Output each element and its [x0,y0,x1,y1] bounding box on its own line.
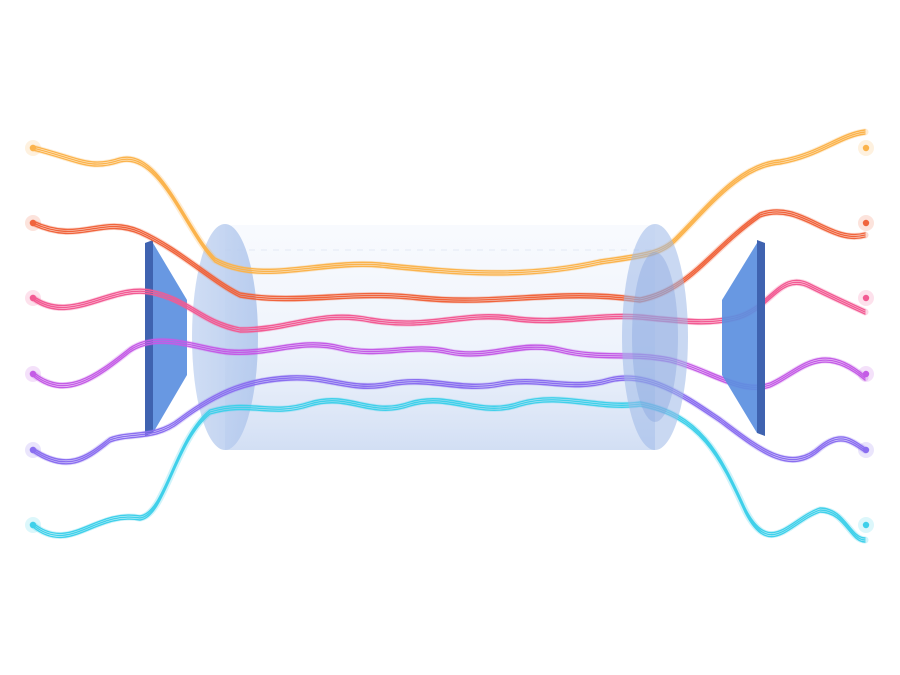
strand-1 [29,128,869,277]
right-panel-face [722,243,757,433]
endpoint-dot-left-6 [29,521,37,529]
endpoint-dot-right-2 [862,219,870,227]
cylinder-body [225,225,655,450]
strand-5 [29,374,869,466]
cylinder-right-cap-inner [632,252,678,422]
strand-fiber [32,397,866,539]
endpoint-dot-left-3 [29,294,37,302]
strand-group [29,128,869,544]
strand-fiber [32,377,866,463]
endpoint-dot-left-1 [29,144,37,152]
endpoint-dot-left-5 [29,446,37,454]
endpoint-dot-right-3 [862,294,870,302]
strand-fiber [32,401,866,543]
cylinder [192,224,655,450]
strand-fiber [32,129,866,272]
strand-fiber [32,133,866,276]
strand-6 [29,396,869,544]
right-panel-edge [757,240,765,436]
strand-fiber [32,209,866,299]
strand-fiber [32,279,866,329]
right-panel [722,240,765,436]
strand-fiber [32,399,866,541]
strand-fiber [32,281,866,331]
strand-fiber [32,375,866,461]
endpoint-dot-right-6 [862,521,870,529]
strand-2 [29,208,869,304]
cylinder-right-cap [622,224,688,450]
endpoint-dot-right-4 [862,370,870,378]
strand-fiber [32,213,866,303]
strand-fiber [32,211,866,301]
endpoint-dot-right-1 [862,144,870,152]
left-panel-edge [145,240,153,436]
endpoint-dot-left-2 [29,219,37,227]
strand-fiber [32,379,866,465]
endpoint-dot-left-4 [29,370,37,378]
left-panel-face [153,243,187,433]
endpoint-dot-right-5 [862,446,870,454]
strand-fiber [32,283,866,333]
cylinder-left-cap [192,224,258,450]
strand-3 [29,278,869,334]
endpoint-group [25,140,874,533]
strand-fiber [32,131,866,274]
